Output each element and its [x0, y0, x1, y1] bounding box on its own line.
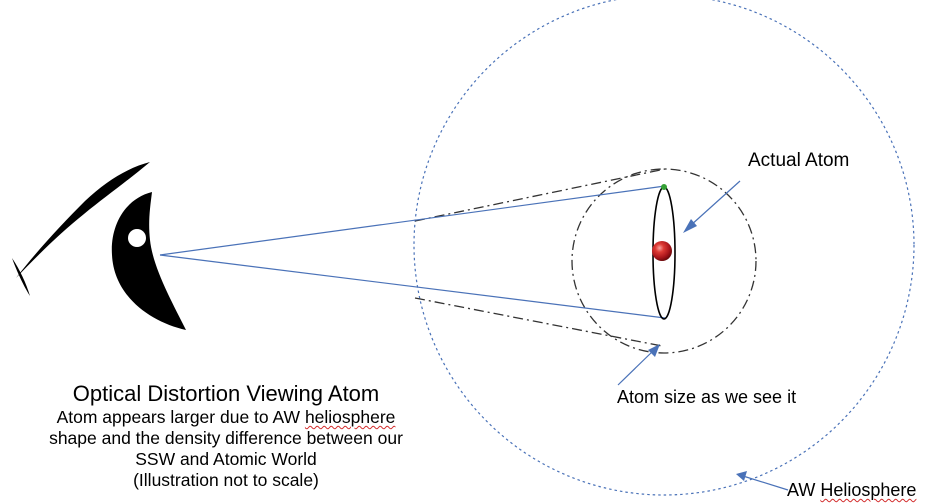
caption-line-1: Atom appears larger due to AW heliospher…	[0, 407, 452, 428]
heliosphere-arrow	[736, 471, 789, 491]
lower-sight-line	[159, 254, 666, 319]
heliosphere-label-prefix: AW	[787, 480, 821, 500]
actual-atom-label: Actual Atom	[748, 150, 850, 171]
heliosphere-label-word: Heliosphere	[820, 480, 917, 500]
actual-atom-arrow	[683, 180, 741, 233]
caption-line-1-word: heliosphere	[304, 407, 396, 427]
eye-icon	[12, 162, 186, 330]
caption-line-3: SSW and Atomic World	[135, 449, 317, 469]
apparent-atom-circle	[571, 168, 757, 354]
aw-heliosphere-circle	[413, 0, 915, 496]
heliosphere-label: AW Heliosphere	[787, 481, 916, 499]
apparent-size-label: Atom size as we see it	[617, 387, 797, 407]
caption-block: Optical Distortion Viewing Atom Atom app…	[0, 381, 452, 491]
orbit-particle	[661, 184, 667, 190]
caption-line-1-prefix: Atom appears larger due to AW	[56, 407, 305, 427]
lower-tangent-line	[414, 297, 663, 347]
caption-line-2: shape and the density difference between…	[49, 428, 403, 448]
caption-line-4: (Illustration not to scale)	[133, 470, 319, 490]
apparent-size-arrow	[617, 344, 660, 386]
upper-sight-line	[159, 185, 666, 256]
caption-title: Optical Distortion Viewing Atom	[72, 381, 380, 406]
atom-nucleus	[652, 241, 672, 261]
upper-tangent-line	[414, 168, 666, 222]
